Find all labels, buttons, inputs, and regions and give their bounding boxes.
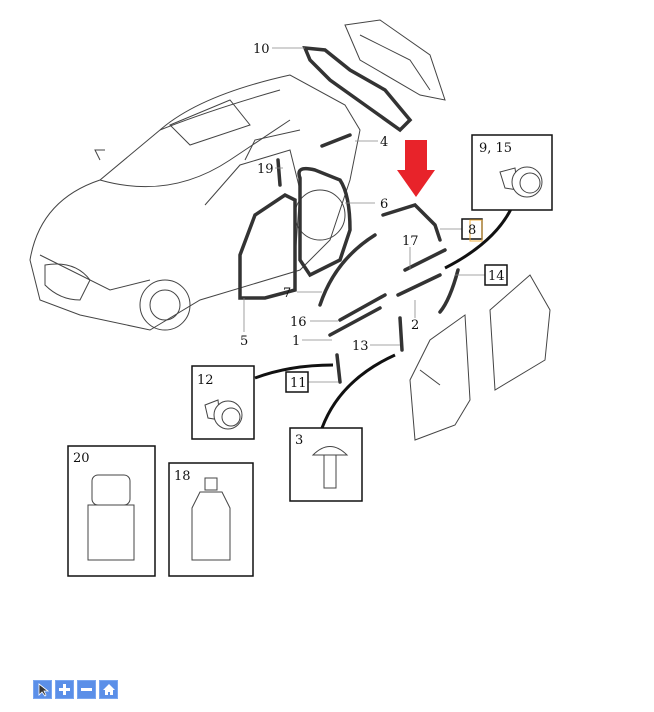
zoom-out-button[interactable] <box>77 680 96 699</box>
part-label-11[interactable]: 11 <box>290 376 307 391</box>
part-label-8[interactable]: 8 <box>468 223 476 238</box>
car-illustration <box>29 74 361 331</box>
part-label-14[interactable]: 14 <box>488 269 505 284</box>
clip-icon <box>204 399 243 430</box>
part-label-17[interactable]: 17 <box>402 234 419 249</box>
part-label-1[interactable]: 1 <box>292 334 300 349</box>
part-label-3[interactable]: 3 <box>295 433 303 448</box>
screw-icon <box>311 446 349 489</box>
zoom-in-button[interactable] <box>55 680 74 699</box>
part-label-18[interactable]: 18 <box>174 469 191 484</box>
part-label-2[interactable]: 2 <box>411 318 419 333</box>
seals <box>238 45 460 384</box>
part-label-5[interactable]: 5 <box>240 334 248 349</box>
part-label-20[interactable]: 20 <box>73 451 90 466</box>
label-box-11 <box>285 371 309 393</box>
highlight-arrow <box>397 140 435 197</box>
cursor-icon <box>38 682 49 697</box>
label-box-14 <box>484 264 508 286</box>
liquid-bottle-icon <box>191 477 231 561</box>
part-label-16[interactable]: 16 <box>290 315 307 330</box>
zoom-toolbar <box>33 680 118 699</box>
part-label-12[interactable]: 12 <box>197 373 214 388</box>
home-button[interactable] <box>99 680 118 699</box>
plus-icon <box>59 684 70 695</box>
doors-illustration <box>409 274 551 441</box>
selection-highlight <box>469 219 483 242</box>
home-icon <box>102 684 115 695</box>
minus-icon <box>81 688 92 691</box>
part-label-10[interactable]: 10 <box>253 42 270 57</box>
adhesive-bottle-icon <box>87 474 135 561</box>
part-label-4[interactable]: 4 <box>380 135 388 150</box>
part-label-9-15[interactable]: 9, 15 <box>479 141 512 156</box>
part-label-13[interactable]: 13 <box>352 339 369 354</box>
part-label-6[interactable]: 6 <box>380 197 388 212</box>
tailgate-illustration <box>344 19 446 101</box>
part-label-19[interactable]: 19 <box>257 162 274 177</box>
leader-lines <box>243 47 485 383</box>
clip-icon <box>499 166 543 198</box>
part-label-7[interactable]: 7 <box>283 286 291 301</box>
select-tool-button[interactable] <box>33 680 52 699</box>
